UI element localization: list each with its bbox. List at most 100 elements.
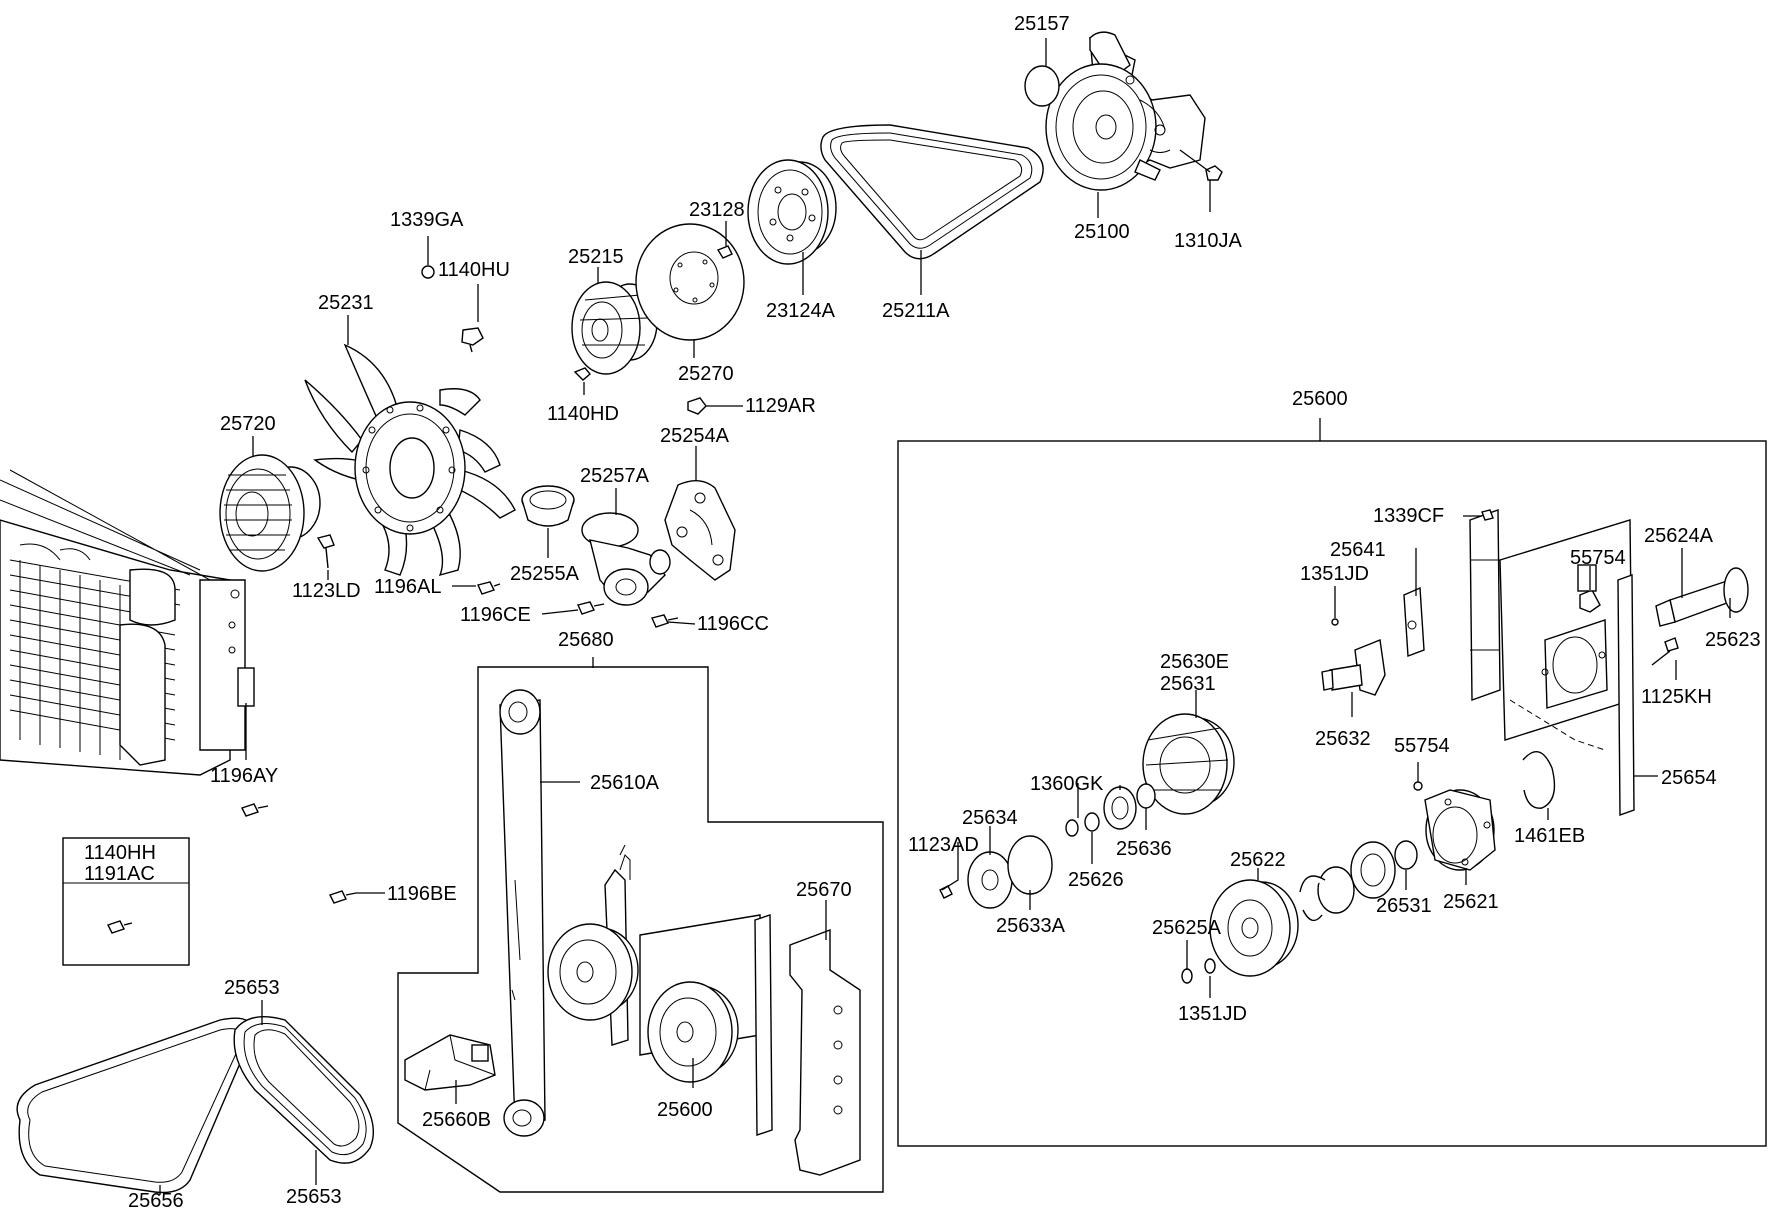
label-55754-top: 55754 (1570, 547, 1626, 569)
housing-25621 (1424, 789, 1496, 871)
fan-25231 (304, 343, 516, 577)
label-1123LD: 1123LD (292, 580, 361, 602)
nut-1339GA (421, 265, 435, 279)
label-25624A: 25624A (1644, 525, 1714, 547)
label-1339GA: 1339GA (390, 209, 464, 231)
washer-25626 (1084, 812, 1100, 832)
label-25680: 25680 (558, 629, 614, 651)
cover-25634 (967, 851, 1013, 909)
plug-55754-mid (1413, 781, 1423, 791)
spacer-25636 (1136, 783, 1156, 809)
bolt-1196AY (241, 803, 269, 817)
label-1196CE: 1196CE (460, 604, 531, 626)
label-25656: 25656 (128, 1190, 184, 1211)
fan-clutch-25720 (219, 454, 321, 572)
bracket-25670 (789, 928, 861, 1176)
label-25254A: 25254A (660, 425, 730, 447)
bolt-1196CC (651, 614, 679, 628)
label-25631: 25631 (1160, 673, 1216, 695)
label-23128: 23128 (689, 199, 745, 221)
washer-1351JD-bottom (1204, 958, 1216, 974)
label-1196AL: 1196AL (374, 576, 441, 598)
tensioner-assy-25600 (547, 844, 773, 1136)
label-1196BE: 1196BE (387, 883, 457, 905)
bracket-25254A (664, 480, 736, 581)
washer-25625A (1181, 968, 1193, 984)
plug-55754 (1577, 564, 1601, 613)
assembly-box-25600 (897, 440, 1767, 1147)
idler-25255A (521, 485, 575, 527)
label-1129AR: 1129AR (745, 395, 816, 417)
label-25670: 25670 (796, 879, 852, 901)
shaft-25623 (1655, 567, 1749, 627)
label-1339CF: 1339CF (1373, 505, 1444, 527)
radiator-illustration (0, 469, 255, 776)
label-1140HU: 1140HU (438, 259, 510, 281)
label-25215: 25215 (568, 246, 624, 268)
label-25660B: 25660B (422, 1109, 491, 1131)
bearing-1360GK (1103, 786, 1137, 830)
label-1140HD: 1140HD (547, 403, 619, 425)
bolt-1125KH (1651, 637, 1679, 666)
pulley-25630E (1142, 713, 1235, 815)
label-25157: 25157 (1014, 13, 1070, 35)
label-25623: 25623 (1705, 629, 1761, 651)
bolt-1140HD (573, 367, 591, 381)
label-25654: 25654 (1661, 767, 1717, 789)
label-25653-bottom: 25653 (286, 1186, 342, 1208)
label-25600-inner: 25600 (657, 1099, 713, 1121)
label-1360GK: 1360GK (1030, 773, 1104, 795)
pulley-23124A (747, 159, 837, 265)
bolt-1196AL (477, 581, 501, 595)
belt-25211A (820, 124, 1044, 260)
nut-25626 (1065, 819, 1079, 837)
label-1191AC: 1191AC (84, 863, 155, 885)
bolt-23128 (716, 245, 733, 259)
label-26531: 26531 (1376, 895, 1432, 917)
label-1125KH: 1125KH (1641, 686, 1712, 708)
pulley-25622 (1209, 879, 1299, 977)
label-25632: 25632 (1315, 728, 1371, 750)
label-25600-box: 25600 (1292, 388, 1348, 410)
tensioner-arm-25610A (499, 689, 546, 1137)
label-25630E: 25630E (1160, 651, 1229, 673)
label-25270: 25270 (678, 363, 734, 385)
label-25621: 25621 (1443, 891, 1499, 913)
leader-lines (159, 38, 1731, 1195)
bracket-25654 (1469, 509, 1635, 816)
snap-ring-1461EB (1522, 751, 1556, 809)
part-labels: 25157 25100 1310JA 25211A 23124A 23128 2… (84, 13, 1761, 1211)
spacer-26531 (1394, 840, 1418, 870)
label-1310JA: 1310JA (1174, 230, 1242, 252)
label-1351JD-bottom: 1351JD (1178, 1003, 1247, 1025)
bearing-25622-a (1350, 841, 1396, 899)
water-pump-25100 (1045, 31, 1206, 191)
o-ring-25157 (1024, 65, 1060, 107)
label-25653-top: 25653 (224, 977, 280, 999)
label-25257A: 25257A (580, 465, 650, 487)
bolt-1123LD (316, 534, 335, 569)
hardware-box (62, 837, 190, 966)
label-25231: 25231 (318, 292, 374, 314)
label-25626: 25626 (1068, 869, 1124, 891)
bolt-1140HH (107, 920, 133, 934)
label-25255A: 25255A (510, 563, 580, 585)
label-25720: 25720 (220, 413, 276, 435)
label-1196AY: 1196AY (210, 765, 278, 787)
washer-1351JD-top (1331, 618, 1339, 626)
plate-25641 (1403, 586, 1425, 657)
bolt-1129AR (687, 397, 707, 415)
label-25625A: 25625A (1152, 917, 1222, 939)
label-25636: 25636 (1116, 838, 1172, 860)
label-25622: 25622 (1230, 849, 1286, 871)
label-25634: 25634 (962, 807, 1018, 829)
gasket-25633A (1007, 835, 1053, 895)
assembly-box-25680 (397, 666, 884, 1193)
pulley-25270 (635, 223, 745, 341)
label-1123AD: 1123AD (908, 834, 979, 856)
label-1196CC: 1196CC (697, 613, 769, 635)
label-1461EB: 1461EB (1514, 825, 1585, 847)
label-1351JD-top: 1351JD (1300, 563, 1369, 585)
belt-25656 (16, 1017, 253, 1194)
